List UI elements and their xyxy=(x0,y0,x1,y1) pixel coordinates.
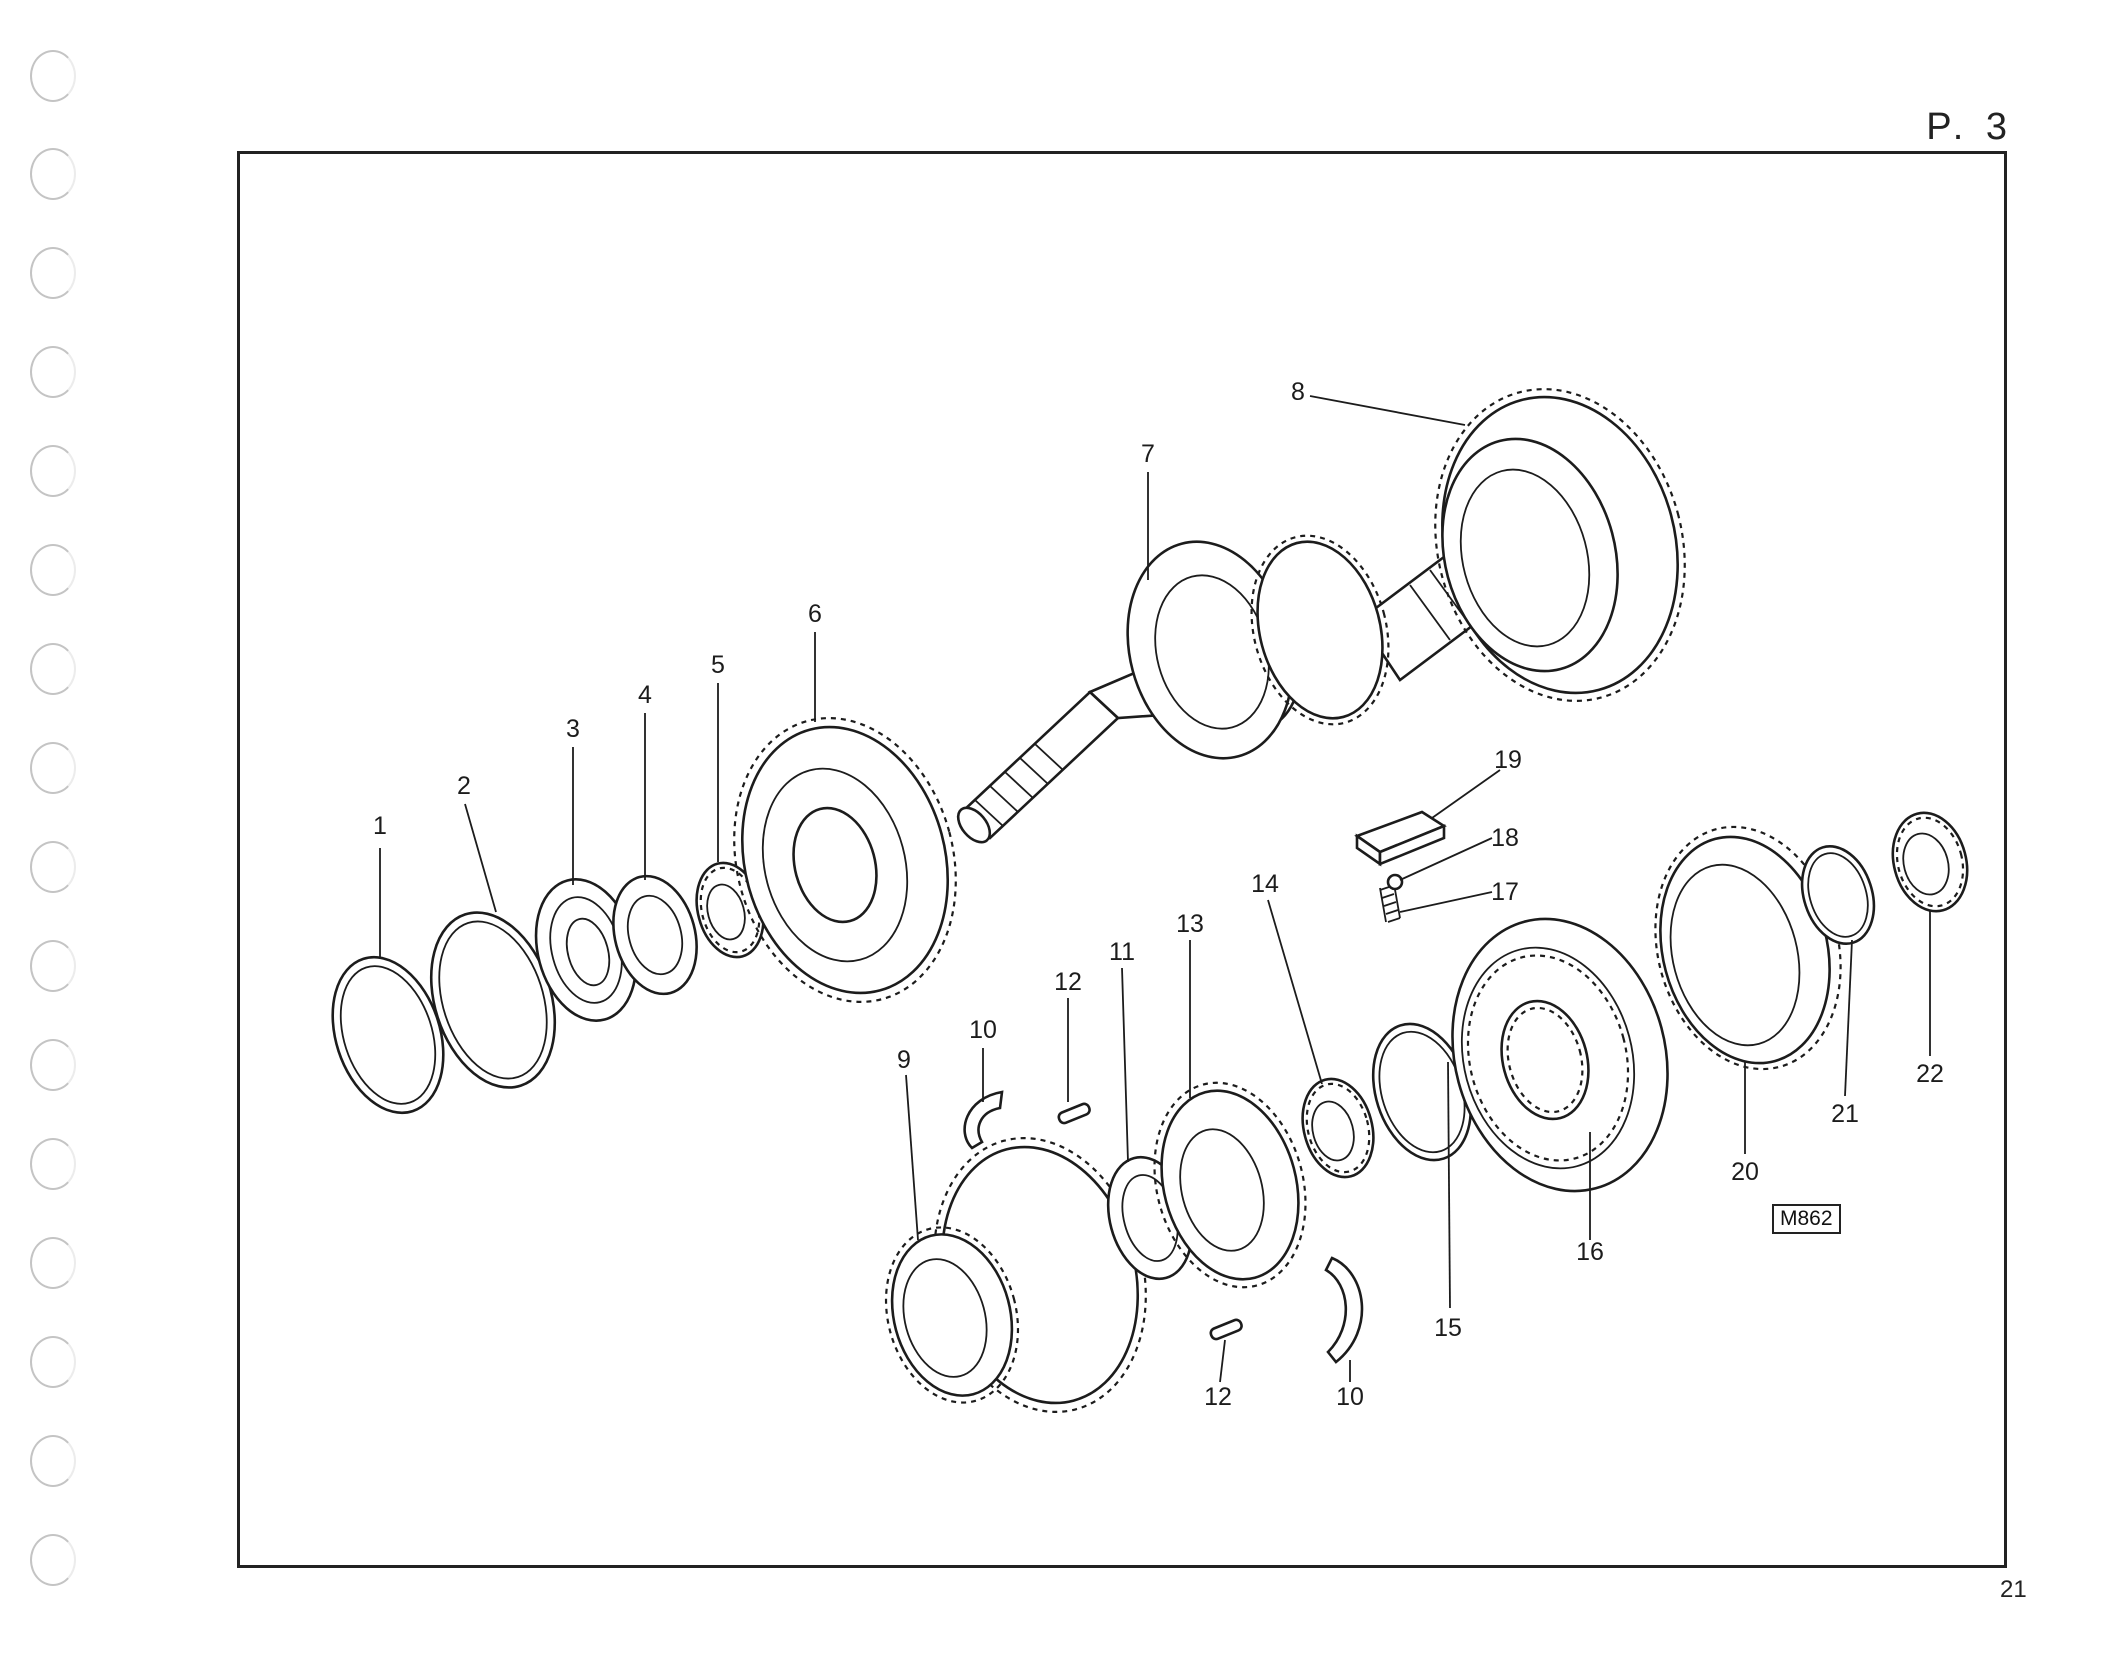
binder-hole xyxy=(30,940,76,992)
page-code: P. 3 xyxy=(1926,106,2013,148)
key-19 xyxy=(1354,810,1447,867)
pin-12-upper xyxy=(1057,1102,1091,1125)
synchro-hub-16 xyxy=(1451,917,1669,1193)
binder-hole xyxy=(30,544,76,596)
circlip-21 xyxy=(1800,845,1876,945)
drawing-reference-code: M862 xyxy=(1772,1204,1841,1234)
callout-10-upper: 10 xyxy=(969,1016,997,1044)
binder-hole xyxy=(30,50,76,102)
binder-hole xyxy=(30,643,76,695)
binder-hole xyxy=(30,247,76,299)
callout-15: 15 xyxy=(1434,1314,1462,1342)
callout-8: 8 xyxy=(1291,378,1305,406)
callout-12-lower: 12 xyxy=(1204,1383,1232,1411)
callout-11: 11 xyxy=(1109,938,1135,966)
callout-16: 16 xyxy=(1576,1238,1604,1266)
binder-hole xyxy=(30,1534,76,1586)
callout-19: 19 xyxy=(1494,746,1522,774)
callout-17: 17 xyxy=(1491,878,1519,906)
callout-5: 5 xyxy=(711,651,725,679)
page-number: 21 xyxy=(2000,1576,2027,1603)
callout-14: 14 xyxy=(1251,870,1279,898)
callout-10-lower: 10 xyxy=(1336,1383,1364,1411)
snap-ring-2 xyxy=(429,911,557,1089)
callout-18: 18 xyxy=(1491,824,1519,852)
needle-bearing-14 xyxy=(1301,1077,1375,1179)
callout-13: 13 xyxy=(1176,910,1204,938)
gear-6 xyxy=(733,717,957,1003)
collar-4 xyxy=(612,874,698,996)
callout-1: 1 xyxy=(373,812,387,840)
binder-hole xyxy=(30,148,76,200)
half-washer-10-lower xyxy=(1324,1256,1364,1364)
bearing-3 xyxy=(534,878,638,1022)
gear-9 xyxy=(884,1137,1147,1413)
ball-18 xyxy=(1386,873,1404,891)
callout-6: 6 xyxy=(808,600,822,628)
half-washer-10-upper xyxy=(963,1090,1004,1150)
binder-hole xyxy=(30,1237,76,1289)
leader-lines xyxy=(379,395,1931,1383)
callout-12-upper: 12 xyxy=(1054,968,1082,996)
callout-4: 4 xyxy=(638,681,652,709)
binder-hole xyxy=(30,1039,76,1091)
binder-hole xyxy=(30,346,76,398)
gear-cluster-7 xyxy=(1126,534,1390,760)
callout-20: 20 xyxy=(1731,1158,1759,1186)
drawing-frame xyxy=(237,151,2007,1568)
gear-8 xyxy=(1434,388,1686,702)
binder-hole xyxy=(30,445,76,497)
binder-hole xyxy=(30,1138,76,1190)
pin-12-lower xyxy=(1209,1318,1243,1341)
callout-9: 9 xyxy=(897,1046,911,1074)
needle-bearing-22 xyxy=(1891,811,1969,913)
binder-hole xyxy=(30,841,76,893)
binder-hole xyxy=(30,1336,76,1388)
binder-hole xyxy=(30,742,76,794)
binder-hole xyxy=(30,1435,76,1487)
callout-22: 22 xyxy=(1916,1060,1944,1088)
callout-7: 7 xyxy=(1141,440,1155,468)
callout-21: 21 xyxy=(1831,1100,1859,1128)
callout-2: 2 xyxy=(457,772,471,800)
gear-13 xyxy=(1153,1081,1307,1289)
callout-3: 3 xyxy=(566,715,580,743)
